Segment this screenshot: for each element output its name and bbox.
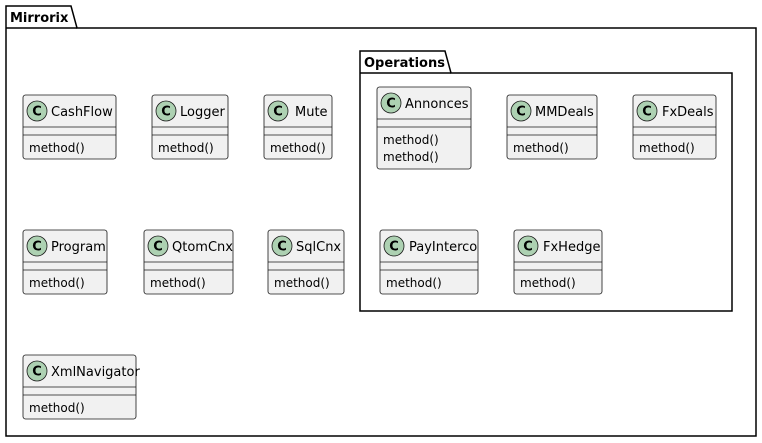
class-stereotype-icon	[26, 360, 48, 382]
class-name: QtomCnx	[172, 240, 233, 255]
class-fxdeals[interactable]: C FxDeals method()	[632, 94, 717, 160]
class-name: Logger	[180, 105, 225, 120]
class-method: method()	[270, 141, 326, 155]
class-method: method()	[383, 150, 439, 164]
class-stereotype-icon	[383, 235, 405, 257]
class-stereotype-letter: C	[153, 240, 163, 255]
package-mirrorix-label: Mirrorix	[10, 11, 69, 26]
class-name: FxHedge	[543, 240, 600, 255]
class-logger[interactable]: C Logger method()	[151, 94, 229, 160]
class-stereotype-letter: C	[523, 240, 533, 255]
class-stereotype-icon	[267, 100, 289, 122]
class-fxhedge[interactable]: C FxHedge method()	[513, 229, 603, 295]
class-name: Program	[51, 240, 106, 255]
class-name: PayInterco	[409, 240, 477, 255]
class-method: method()	[386, 276, 442, 290]
class-mmdeals[interactable]: C MMDeals method()	[506, 94, 598, 160]
class-payinterco[interactable]: C PayInterco method()	[379, 229, 479, 295]
class-stereotype-letter: C	[642, 105, 652, 120]
class-xmlnavigator[interactable]: C XmlNavigator method()	[22, 354, 140, 420]
class-stereotype-letter: C	[389, 240, 399, 255]
class-stereotype-letter: C	[32, 365, 42, 380]
class-stereotype-icon	[636, 100, 658, 122]
class-method: method()	[274, 276, 330, 290]
class-stereotype-icon	[26, 100, 48, 122]
class-program[interactable]: C Program method()	[22, 229, 108, 295]
class-stereotype-letter: C	[32, 105, 42, 120]
class-method: method()	[520, 276, 576, 290]
class-stereotype-icon	[517, 235, 539, 257]
class-annonces[interactable]: C Annonces method() method()	[376, 86, 472, 170]
class-method: method()	[29, 141, 85, 155]
class-name: MMDeals	[535, 105, 594, 120]
class-cashflow[interactable]: C CashFlow method()	[22, 94, 117, 160]
class-stereotype-icon	[271, 235, 293, 257]
class-stereotype-letter: C	[32, 240, 42, 255]
class-qtomcnx[interactable]: C QtomCnx method()	[143, 229, 234, 295]
class-sqlcnx[interactable]: C SqlCnx method()	[267, 229, 345, 295]
class-mute[interactable]: C Mute method()	[263, 94, 333, 160]
class-stereotype-icon	[380, 92, 402, 114]
class-name: Mute	[295, 105, 328, 120]
class-stereotype-icon	[510, 100, 532, 122]
class-method: method()	[29, 401, 85, 415]
class-name: Annonces	[405, 97, 469, 112]
class-stereotype-icon	[155, 100, 177, 122]
class-stereotype-letter: C	[277, 240, 287, 255]
class-method: method()	[29, 276, 85, 290]
class-box	[376, 86, 472, 170]
class-method: method()	[158, 141, 214, 155]
class-stereotype-letter: C	[386, 97, 396, 112]
class-method: method()	[639, 141, 695, 155]
class-name: SqlCnx	[296, 240, 341, 255]
class-stereotype-icon	[147, 235, 169, 257]
class-method: method()	[513, 141, 569, 155]
class-method: method()	[383, 133, 439, 147]
class-name: FxDeals	[662, 105, 714, 120]
class-stereotype-letter: C	[516, 105, 526, 120]
class-stereotype-icon	[26, 235, 48, 257]
class-stereotype-letter: C	[273, 105, 283, 120]
class-name: CashFlow	[51, 105, 113, 120]
class-method: method()	[150, 276, 206, 290]
package-operations-label: Operations	[364, 56, 445, 71]
class-stereotype-letter: C	[161, 105, 171, 120]
class-name: XmlNavigator	[51, 365, 140, 380]
